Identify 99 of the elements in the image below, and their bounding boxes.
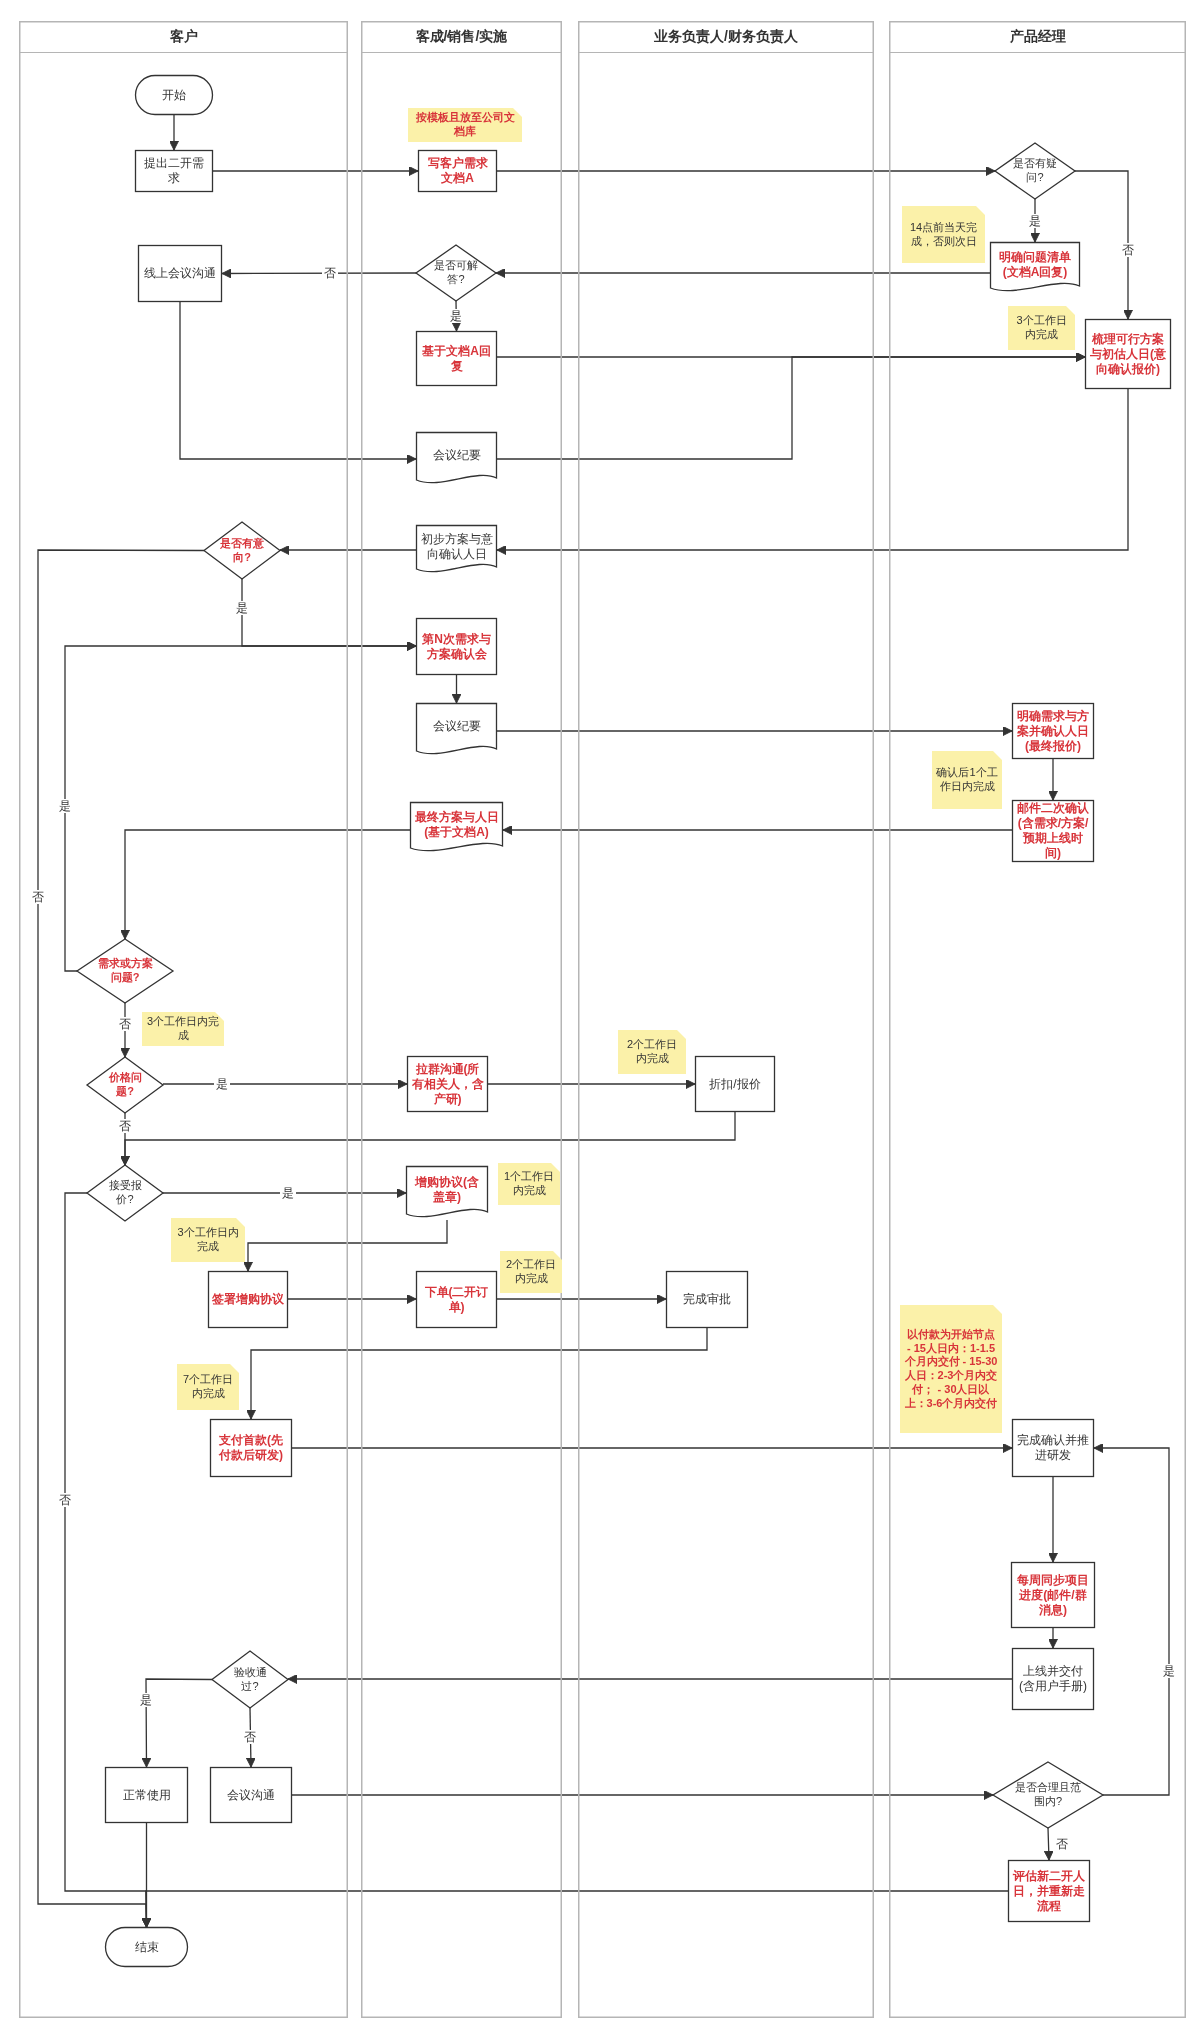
process-box: 拉群沟通(所有相关人，含产研) — [407, 1056, 488, 1112]
arrow — [212, 166, 419, 176]
edge-label: 否 — [117, 1017, 133, 1031]
decision-diamond: 是否有意向? — [204, 522, 280, 579]
edge-label: 是 — [57, 799, 73, 813]
arrow — [169, 114, 179, 151]
process-box: 每周同步项目进度(邮件/群消息) — [1011, 1562, 1095, 1628]
document-shape: 会议纪要 — [416, 703, 497, 757]
arrow — [246, 1327, 708, 1420]
lane-header: 客成/销售/实施 — [361, 21, 562, 53]
lane-header: 客户 — [19, 21, 348, 53]
lane-header: 业务负责人/财务负责人 — [578, 21, 874, 53]
edge-label: 否 — [322, 266, 338, 280]
document-shape: 增购协议(含盖章) — [406, 1166, 488, 1220]
process-box: 明确需求与方案并确认人日(最终报价) — [1012, 703, 1094, 759]
edge-label: 否 — [117, 1119, 133, 1133]
decision-diamond: 是否有疑问? — [995, 143, 1075, 199]
arrow — [279, 545, 417, 555]
edge-label: 否 — [30, 890, 46, 904]
arrow — [1093, 1443, 1170, 1796]
terminal-shape: 开始 — [135, 75, 213, 115]
process-box: 第N次需求与方案确认会 — [416, 618, 497, 675]
arrow — [287, 1674, 1013, 1684]
arrow — [487, 1079, 696, 1089]
edge-label: 否 — [1054, 1837, 1070, 1851]
process-box: 签署增购协议 — [208, 1271, 288, 1328]
sticky-note: 以付款为开始节点 - 15人日内：1-1.5个月内交付 - 15-30人日：2-3个月内交付； - 30人日以上：3-6个月内交付 — [900, 1305, 1002, 1433]
process-box: 完成审批 — [666, 1271, 748, 1328]
arrow — [162, 1188, 407, 1198]
arrow — [1074, 170, 1133, 320]
arrow — [1043, 1827, 1054, 1861]
arrow — [495, 268, 991, 278]
edge-label: 否 — [1120, 243, 1136, 257]
decision-diamond: 是否合理且范围内? — [993, 1762, 1103, 1828]
decision-diamond: 验收通过? — [212, 1651, 288, 1708]
edge-label: 是 — [138, 1693, 154, 1707]
edge-label: 是 — [214, 1077, 230, 1091]
process-box: 完成确认并推进研发 — [1012, 1419, 1094, 1477]
process-box: 上线并交付(含用户手册) — [1012, 1648, 1094, 1710]
arrow — [141, 1678, 213, 1768]
sticky-note: 14点前当天完成，否则次日 — [902, 206, 985, 263]
arrow — [1048, 1627, 1058, 1649]
edge-label: 是 — [1161, 1664, 1177, 1678]
decision-diamond: 价格问题? — [87, 1057, 163, 1113]
arrow — [179, 301, 417, 464]
document-shape: 会议纪要 — [416, 432, 497, 486]
arrow — [496, 1294, 667, 1304]
edge-label: 是 — [280, 1186, 296, 1200]
process-box: 下单(二开订单) — [416, 1271, 497, 1328]
document-shape: 最终方案与人日(基于文档A) — [410, 802, 503, 854]
sticky-note: 3个工作日内完成 — [171, 1218, 245, 1262]
document-shape: 初步方案与意向确认人日 — [416, 525, 497, 575]
edge-label: 否 — [242, 1730, 258, 1744]
edge-label: 否 — [57, 1493, 73, 1507]
arrow — [502, 825, 1013, 835]
process-box: 提出二开需求 — [135, 150, 213, 192]
arrow — [1048, 758, 1058, 801]
sticky-note: 3个工作日内完成 — [142, 1012, 224, 1046]
process-box: 折扣/报价 — [695, 1056, 775, 1112]
arrow — [1048, 1476, 1058, 1563]
decision-diamond: 需求或方案问题? — [77, 939, 173, 1003]
process-box: 线上会议沟通 — [138, 245, 222, 302]
arrow — [162, 1079, 408, 1089]
process-box: 会议沟通 — [210, 1767, 292, 1823]
process-box: 基于文档A回复 — [416, 331, 497, 386]
process-box: 邮件二次确认(含需求/方案/预期上线时间) — [1012, 800, 1094, 862]
sticky-note: 确认后1个工作日内完成 — [932, 751, 1002, 809]
process-box: 写客户需求文档A — [418, 150, 497, 192]
sticky-note: 1个工作日内完成 — [498, 1163, 560, 1205]
document-shape: 明确问题清单(文档A回复) — [990, 242, 1080, 294]
arrow — [496, 166, 996, 176]
arrow — [243, 1219, 448, 1272]
sticky-note: 7个工作日内完成 — [177, 1364, 239, 1410]
process-box: 支付首款(先付款后研发) — [210, 1419, 292, 1477]
edge-label: 是 — [234, 601, 250, 615]
arrow — [496, 726, 1013, 736]
arrow — [451, 674, 462, 704]
arrow — [64, 641, 417, 972]
arrow — [287, 1294, 417, 1304]
arrow — [496, 352, 1086, 460]
sticky-note: 2个工作日内完成 — [500, 1251, 562, 1293]
sticky-note: 按模板且放至公司文档库 — [408, 108, 522, 142]
process-box: 评估新二开人日，并重新走流程 — [1008, 1860, 1090, 1922]
arrow — [221, 268, 417, 279]
arrow — [291, 1443, 1013, 1453]
arrow — [496, 388, 1129, 555]
process-box: 正常使用 — [105, 1767, 188, 1823]
sticky-note: 2个工作日内完成 — [618, 1030, 686, 1074]
edge-label: 是 — [1027, 214, 1043, 228]
sticky-note: 3个工作日内完成 — [1008, 306, 1075, 350]
arrow — [120, 829, 411, 940]
decision-diamond: 是否可解答? — [416, 245, 496, 301]
lane-header: 产品经理 — [889, 21, 1186, 53]
edge-label: 是 — [448, 309, 464, 323]
arrow — [291, 1790, 994, 1800]
arrow — [64, 1192, 152, 1928]
terminal-shape: 结束 — [105, 1927, 188, 1967]
decision-diamond: 接受报价? — [87, 1165, 163, 1221]
process-box: 梳理可行方案与初估人日(意向确认报价) — [1085, 319, 1171, 389]
